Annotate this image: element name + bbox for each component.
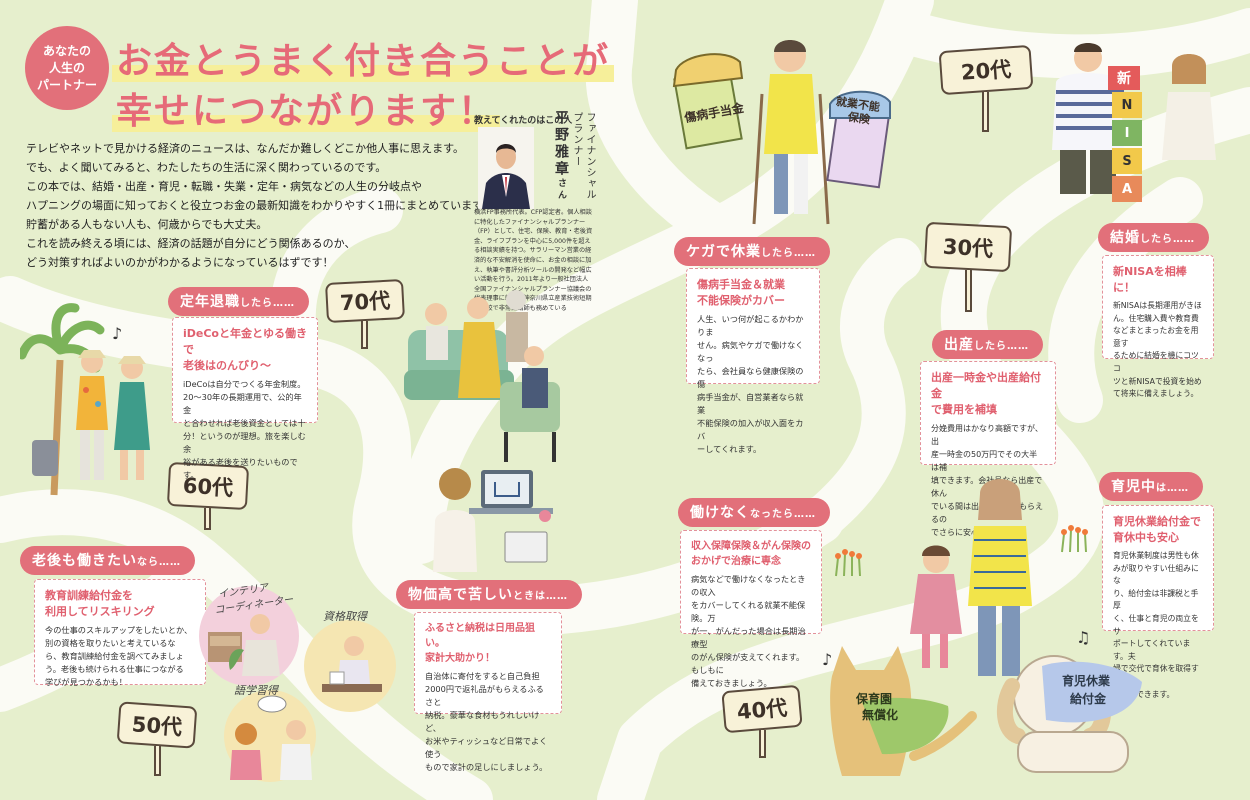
label-ikukyu-1: 育児休業	[1062, 674, 1111, 688]
card-teinen: iDeCoと年金とゆる働きで 老後はのんびり～ iDeCoは自分でつくる年金制度…	[172, 317, 318, 480]
nisa-block: 新	[1108, 66, 1140, 90]
injury-insurance-illustration	[672, 40, 891, 225]
elderly-family-sofa-illustration	[404, 290, 560, 462]
interior-coordinator-illustration	[199, 586, 299, 686]
expert-role-2: プランナー	[571, 112, 582, 167]
label-hoikuen-1: 保育園	[856, 692, 893, 706]
expert-photo	[478, 127, 534, 209]
music-note-icon: ♪	[112, 324, 123, 343]
card-body: 病気などで働けなくなったときの収入 をカバーしてくれる就業不能保険。万 が一、が…	[691, 574, 806, 688]
sign-post	[154, 746, 161, 776]
nisa-block: I	[1112, 120, 1142, 146]
intro-line: この本では、結婚・出産・育児・転職・失業・定年・病気などの人生の分岐点や	[26, 180, 422, 193]
card-heading: 出産一時金や出産給付金 で費用を補填	[931, 371, 1041, 416]
tag-rougo: 老後も働きたいなら……	[20, 546, 195, 575]
expert-name: 平野雅章さん	[553, 110, 569, 202]
sign-board: 20代	[938, 44, 1034, 96]
tag-bukka: 物価高で苦しいときは……	[396, 580, 582, 609]
mother-daughter-illustration	[910, 479, 1032, 676]
sign-board: 40代	[721, 684, 803, 734]
sign-post	[204, 508, 211, 530]
card-body: 新NISAは長期運用がきほ ん。住宅購入費や教育費 などまとまったお金を用意す …	[1113, 301, 1202, 399]
tag-shussan: 出産したら……	[932, 330, 1043, 359]
flower-sprig-icon	[1061, 525, 1088, 553]
card-body: 今の仕事のスキルアップをしたいとか、 別の資格を取りたいと考えているな ら、教育…	[45, 625, 193, 687]
elderly-couple-travel-illustration	[20, 303, 150, 496]
card-hatarake: 収入保障保険＆がん保険の おかげで治療に専念 病気などで働けなくなったときの収入…	[680, 530, 822, 688]
card-heading: 育児休業給付金で 育休中も安心	[1113, 515, 1201, 544]
card-heading: 収入保障保険＆がん保険の おかげで治療に専念	[691, 541, 811, 567]
label-shugyou-2: 保険	[847, 110, 871, 127]
sign-board: 70代	[325, 278, 405, 324]
sign-board: 50代	[116, 701, 198, 749]
partner-badge: あなたの 人生の パートナー	[25, 26, 109, 110]
expert-role-1: ファイナンシャル	[584, 112, 595, 200]
sign-post	[361, 321, 368, 349]
nisa-block: N	[1112, 92, 1142, 118]
sign-post	[982, 92, 989, 132]
music-note-icon: ♫	[1076, 628, 1091, 647]
nisa-block: A	[1112, 176, 1142, 202]
flower-sprig-icon	[835, 549, 862, 577]
intro-line: でも、よく聞いてみると、わたしたちの生活に深く関わっているのです。	[26, 161, 387, 174]
card-body: 人生、いつ何が起こるかわかりま せん。病気やケガで働けなくなっ たら、会社員なら…	[697, 314, 804, 454]
qualification-study-illustration	[304, 620, 396, 712]
sign-board: 30代	[923, 221, 1013, 273]
expert-caption: 教えてくれたのはこの人	[474, 116, 573, 126]
intro-line: ハプニングの場面に知っておくと役立つお金の最新知識をわかりやすく1冊にまとめてい…	[26, 199, 494, 212]
label-hoikuen-2: 無償化	[862, 708, 899, 722]
card-kega: 傷病手当金＆就業 不能保険がカバー 人生、いつ何が起こるかわかりま せん。病気や…	[686, 268, 820, 454]
card-ikuji: 育児休業給付金で 育休中も安心 育児休業制度は男性も休 みが取りやすい仕組みにな…	[1102, 505, 1214, 699]
label-ikukyu-2: 給付金	[1070, 692, 1107, 706]
card-body: 育児休業制度は男性も休 みが取りやすい仕組みにな り、給付金は非課税と手厚 く、…	[1113, 551, 1199, 699]
card-kekkon: 新NISAを相棒に！ 新NISAは長期運用がきほ ん。住宅購入費や教育費 などま…	[1102, 255, 1214, 398]
card-heading: iDeCoと年金とゆる働きで 老後はのんびり～	[183, 327, 307, 372]
intro-line: テレビやネットで見かける経済のニュースは、なんだか難しくどこか他人事に思えます。	[26, 142, 465, 155]
card-heading: 新NISAを相棒に！	[1113, 265, 1187, 294]
cat-dog-childcare-illustration	[830, 646, 1142, 776]
sign-post	[759, 730, 766, 758]
page-title-line1: お金とうまく付き合うことが	[112, 32, 615, 84]
sign-post	[965, 270, 972, 312]
tag-kega: ケガで休業したら……	[674, 237, 830, 266]
intro-line: 貯蓄がある人もない人も、何歳からでも大丈夫。	[26, 218, 268, 231]
card-bukka: ふるさと納税は日用品狙い。 家計大助かり！ 自治体に寄付をすると自己負担 200…	[414, 612, 562, 772]
card-heading: ふるさと納税は日用品狙い。 家計大助かり！	[425, 623, 535, 664]
card-heading: 傷病手当金＆就業 不能保険がカバー	[697, 278, 785, 307]
intro-line: どう対策すればよいのかがわかるようになっているはずです！	[26, 256, 334, 269]
card-shussan: 出産一時金や出産給付金 で費用を補填 分娩費用はかなり高額ですが、出 産一時金の…	[920, 361, 1056, 537]
label-gogaku: 語学習得	[234, 684, 278, 697]
label-shikaku: 資格取得	[323, 610, 367, 623]
intro-text: テレビやネットで見かける経済のニュースは、なんだか難しくどこか他人事に思えます。…	[26, 139, 494, 272]
page-title-line2: 幸せにつながります！	[112, 82, 501, 134]
tag-hatarake: 働けなくなったら……	[678, 498, 830, 527]
tag-kekkon: 結婚したら……	[1098, 223, 1209, 252]
card-heading: 教育訓練給付金を 利用してリスキリング	[45, 589, 155, 618]
expert-bio: 横浜FP事務所代表。CFP認定者。個人相談に特化したファイナンシャルプランナー（…	[474, 209, 593, 312]
card-rougo: 教育訓練給付金を 利用してリスキリング 今の仕事のスキルアップをしたいとか、 別…	[34, 579, 206, 687]
card-body: 自治体に寄付をすると自己負担 2000円で返礼品がもらえるふるさと 納税。豪華な…	[425, 671, 548, 772]
couple-nisa-blocks-illustration	[1052, 43, 1216, 194]
tag-ikuji: 育児中は……	[1099, 472, 1203, 501]
nisa-block: S	[1112, 148, 1142, 174]
remote-work-laptop-illustration	[433, 468, 553, 572]
language-study-illustration	[224, 690, 316, 782]
music-note-icon: ♪	[822, 650, 833, 669]
card-body: iDeCoは自分でつくる年金制度。 20～30年の長期運用で、公的年金 と合わせ…	[183, 379, 306, 480]
tag-teinen: 定年退職したら……	[168, 287, 309, 316]
intro-line: これを読み終える頃には、経済の話題が自分にどう関係あるのか、	[26, 237, 356, 250]
